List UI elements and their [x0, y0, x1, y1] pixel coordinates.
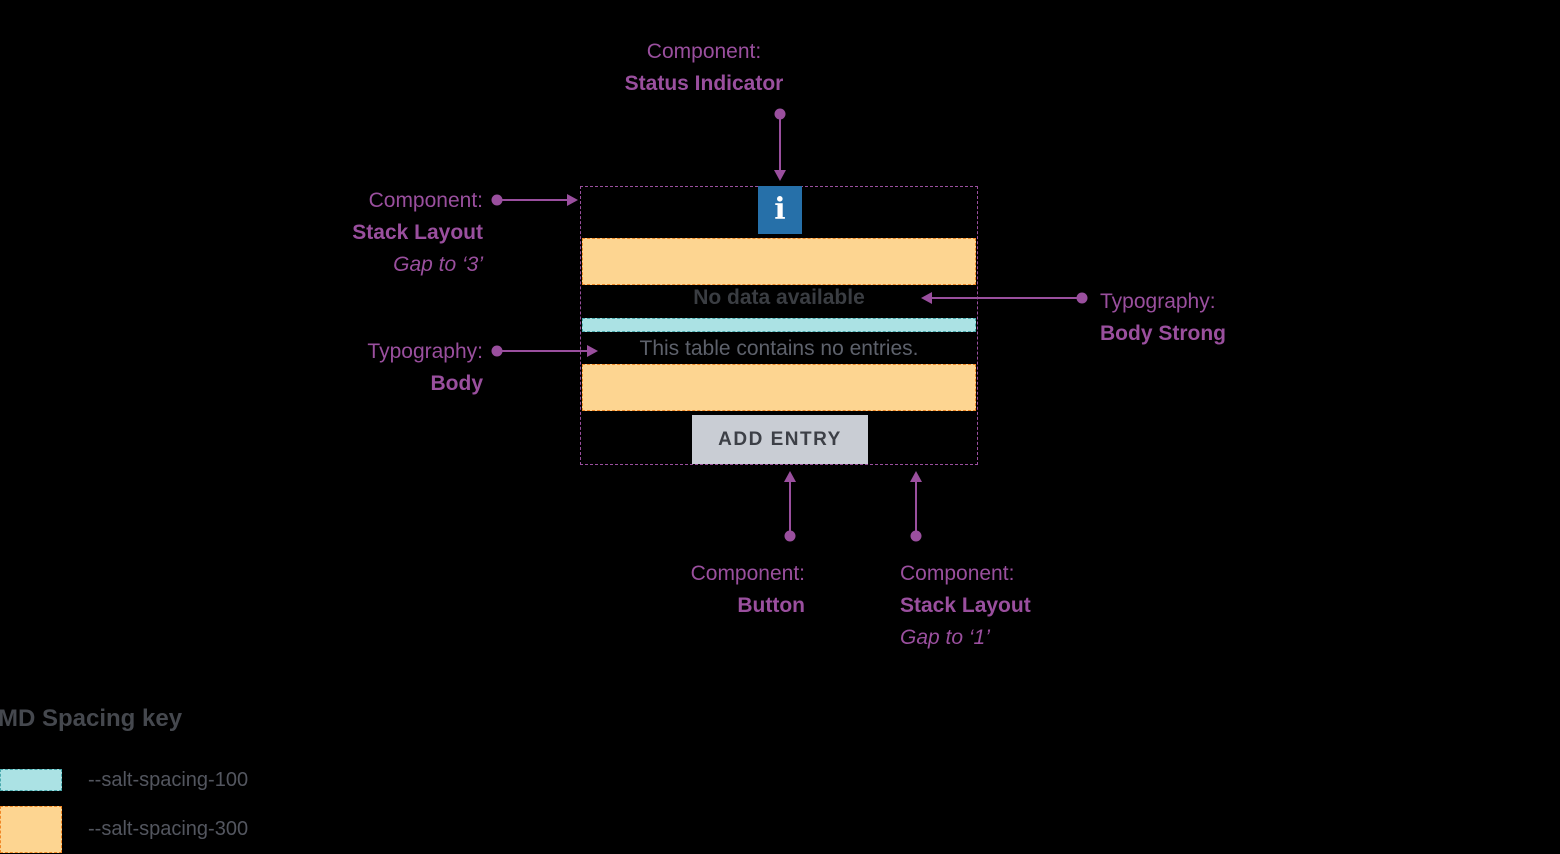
- annotation-line: Gap to ‘3’: [393, 253, 483, 276]
- spacing-300-highlight-top: [582, 238, 976, 285]
- spacing-key-title: MD Spacing key: [0, 705, 183, 732]
- arrow-stack-layout-1: [910, 471, 922, 542]
- empty-state-title: No data available: [693, 286, 865, 309]
- annotation-line: Stack Layout: [352, 221, 483, 244]
- spacing-300-swatch: [0, 806, 62, 853]
- spacing-100-label: --salt-spacing-100: [88, 769, 249, 791]
- annotation-line: Component:: [646, 40, 762, 63]
- status-indicator: i: [758, 186, 802, 234]
- spacing-100-highlight: [582, 318, 976, 332]
- annotation-typography-body: Typography: Body: [233, 336, 483, 400]
- info-icon: i: [774, 192, 786, 227]
- arrow-stack-layout-3: [491, 194, 578, 206]
- empty-state-description: This table contains no entries.: [639, 337, 919, 360]
- annotation-line: Body: [430, 372, 484, 395]
- annotation-line: Status Indicator: [624, 72, 784, 95]
- annotation-stack-layout-1: Component: Stack Layout Gap to ‘1’: [900, 558, 1160, 654]
- add-entry-button[interactable]: ADD ENTRY: [692, 415, 868, 464]
- annotation-line: Stack Layout: [900, 594, 1031, 617]
- arrow-button: [784, 471, 796, 542]
- annotation-line: Typography:: [1100, 290, 1216, 313]
- annotation-line: Component:: [368, 189, 483, 212]
- annotation-line: Typography:: [367, 340, 483, 363]
- annotation-line: Gap to ‘1’: [900, 626, 990, 649]
- annotation-button: Component: Button: [555, 558, 805, 622]
- spacing-100-swatch: [0, 769, 62, 791]
- annotation-stack-layout-3: Component: Stack Layout Gap to ‘3’: [233, 185, 483, 281]
- annotation-line: Component:: [900, 562, 1015, 585]
- annotation-line: Button: [737, 594, 805, 617]
- annotation-typography-body-strong: Typography: Body Strong: [1100, 286, 1360, 350]
- empty-state-preview-frame: i No data available This table contains …: [580, 186, 978, 465]
- annotation-status-indicator: Component: Status Indicator: [579, 36, 829, 100]
- arrow-status-indicator: [774, 108, 786, 181]
- spacing-300-highlight-bottom: [582, 364, 976, 411]
- annotation-line: Body Strong: [1100, 322, 1226, 345]
- spacing-300-label: --salt-spacing-300: [88, 818, 249, 840]
- annotation-line: Component:: [690, 562, 805, 585]
